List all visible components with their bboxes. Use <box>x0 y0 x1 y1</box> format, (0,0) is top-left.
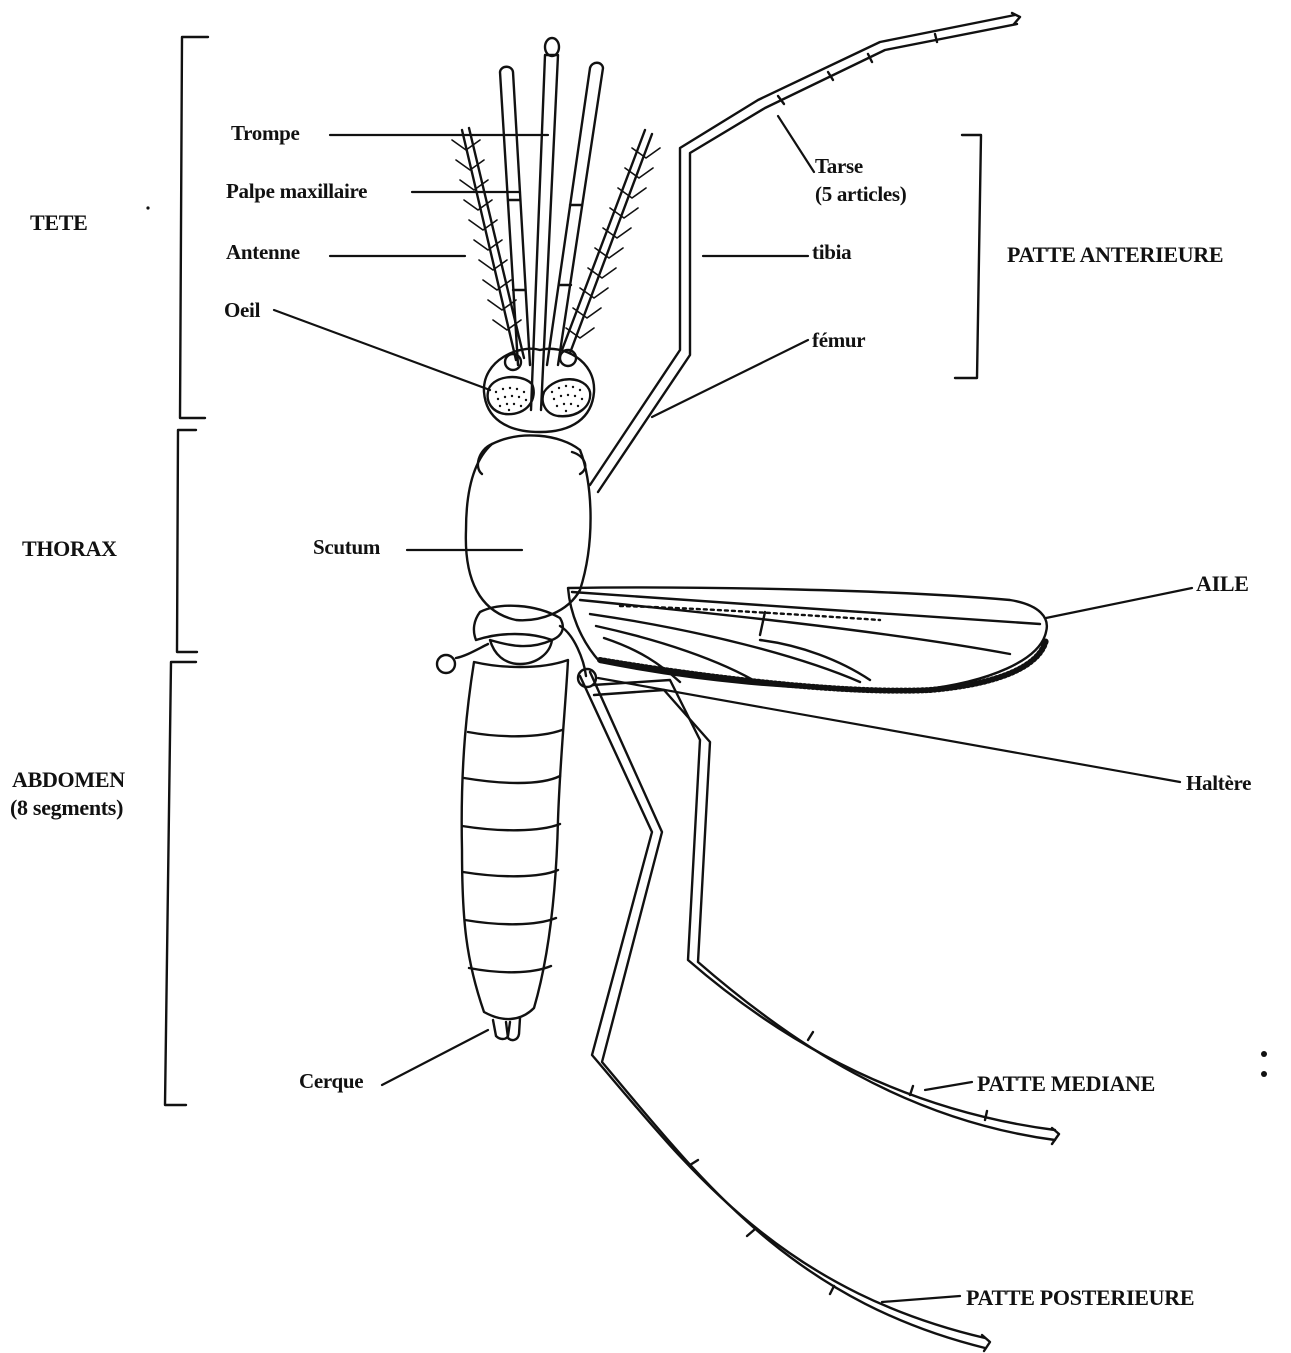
label-scutum: Scutum <box>313 535 380 560</box>
region-label-abdomen: ABDOMEN <box>12 767 125 793</box>
scan-dots <box>146 206 1267 1077</box>
label-proboscis: Trompe <box>231 121 300 146</box>
label-eye: Oeil <box>224 298 260 323</box>
label-wing: AILE <box>1196 571 1249 597</box>
thorax-drawing <box>437 435 596 687</box>
label-antenna: Antenne <box>226 240 300 265</box>
thorax-bracket <box>177 430 197 652</box>
region-label-abdomen-segments: (8 segments) <box>10 795 123 821</box>
label-middle-leg: PATTE MEDIANE <box>977 1071 1155 1097</box>
leader-lines <box>274 116 1192 1302</box>
eye-stipple <box>495 385 583 412</box>
region-label-head: TETE <box>30 210 88 236</box>
abdomen-drawing <box>462 660 568 1040</box>
head-bracket <box>180 37 208 418</box>
front-leg <box>590 13 1020 492</box>
label-cercus: Cerque <box>299 1069 363 1094</box>
label-tarsus-articles: (5 articles) <box>815 182 906 207</box>
label-femur: fémur <box>812 328 865 353</box>
head-drawing <box>484 349 594 432</box>
label-hind-leg: PATTE POSTERIEURE <box>966 1285 1194 1311</box>
label-tarsus: Tarse <box>815 154 863 179</box>
proboscis-drawing <box>531 38 559 410</box>
label-tibia: tibia <box>812 240 851 265</box>
abdomen-bracket <box>165 662 196 1105</box>
front-leg-bracket <box>955 135 981 378</box>
region-label-thorax: THORAX <box>22 536 117 562</box>
label-maxillary-palp: Palpe maxillaire <box>226 179 367 204</box>
antennae-drawing <box>462 128 652 360</box>
wing-drawing <box>568 588 1047 691</box>
label-front-leg: PATTE ANTERIEURE <box>1007 242 1223 268</box>
label-haltere: Haltère <box>1186 771 1251 796</box>
hind-leg <box>580 672 990 1351</box>
